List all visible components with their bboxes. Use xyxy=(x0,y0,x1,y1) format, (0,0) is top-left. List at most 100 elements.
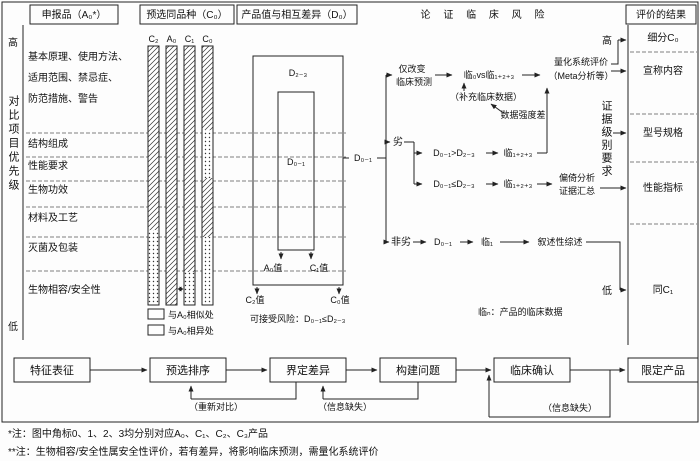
bar-label-c0: C₀ xyxy=(202,34,212,44)
value-pointer-lines xyxy=(254,252,342,295)
bar-label-c2: C₂ xyxy=(149,34,159,44)
node-supplement-data: （补充临床数据） xyxy=(450,91,522,102)
footnote-2: **注：生物相容/安全性属安全性评价，若有差异，将影响临床预测，需量化系统评价 xyxy=(8,445,379,458)
node-noninferior: 非劣 xyxy=(391,235,411,248)
bar-c0 xyxy=(201,45,214,306)
result-column: 细分C₀ 宣称内容 型号规格 性能指标 同C₁ xyxy=(630,31,697,296)
label-c1-value: C₁值 xyxy=(310,262,329,273)
label-a0-value: A₀值 xyxy=(264,262,283,273)
right-axis-high: 高 xyxy=(602,34,612,47)
left-axis: 高 对比项目优先级 低 xyxy=(7,36,20,333)
node-lin123-b: 临₁₊₂₊₃ xyxy=(504,178,533,189)
bar-a0 xyxy=(165,45,178,306)
item-sterilization: 灭菌及包装 xyxy=(28,241,78,254)
bar-label-c1: C₁ xyxy=(185,34,195,44)
item-performance: 性能要求 xyxy=(28,159,68,172)
step-box-limit-product xyxy=(627,357,699,383)
label-d01: D₀₋₁ xyxy=(287,157,305,167)
difference-marker-icon xyxy=(177,286,184,292)
legend-similar-label: 与A₀相似处 xyxy=(168,309,214,320)
step-clinical-confirm: 临床确认 xyxy=(510,363,554,377)
node-lin123-a: 临₁₊₂₊₃ xyxy=(504,147,533,158)
header-row: 申报品（A₀*） 预选同品种（C₀） 产品值与相互差异（D₀） 论 证 临 床 … xyxy=(29,4,697,25)
bar-c2 xyxy=(147,45,160,306)
label-c2-value: C₂值 xyxy=(246,294,265,305)
result-performance-index: 性能指标 xyxy=(643,181,683,194)
item-materials: 材料及工艺 xyxy=(28,211,78,224)
item-structure: 结构组成 xyxy=(28,137,68,150)
outer-range-box xyxy=(252,55,344,286)
bar-label-a0: A₀ xyxy=(167,34,177,44)
difference-box: D₂₋₃ D₀₋₁ A₀值 C₁值 C₂值 C₀值 xyxy=(246,55,350,305)
node-d01-le-d23: D₀₋₁≤D₂₋₃ xyxy=(433,179,475,189)
comparison-bars: C₂ A₀ C₁ C₀ xyxy=(147,34,214,306)
label-d23: D₂₋₃ xyxy=(289,68,308,78)
legend-different-label: 与A₀相异处 xyxy=(168,325,214,336)
outer-border xyxy=(1,1,699,423)
node-meta-line2: （Meta分析等） xyxy=(548,70,613,81)
feedback-recompare: （重新对比） xyxy=(189,401,243,412)
item-bio-efficacy: 生物功效 xyxy=(28,183,68,196)
node-inferior: 劣 xyxy=(393,135,403,148)
node-bias-line1: 偏倚分析 xyxy=(559,172,595,183)
right-axis: 高 证据级别要求 低 xyxy=(600,34,613,297)
left-axis-low: 低 xyxy=(8,320,18,333)
result-same-as-c1: 同C₁ xyxy=(653,284,674,296)
node-only-change-line2: 临床预测 xyxy=(396,76,432,87)
result-subdivide-c0: 细分C₀ xyxy=(647,31,678,44)
clinical-data-note: 临ₙ：产品的临床数据 xyxy=(478,306,563,317)
item-principle-line1: 基本原理、使用方法、 xyxy=(28,50,128,63)
header-argue-clinical-risk: 论 证 临 床 风 险 xyxy=(421,8,550,21)
right-axis-low: 低 xyxy=(602,284,612,297)
node-lin1: 临₁ xyxy=(481,236,493,247)
step-preselect-rank: 预选排序 xyxy=(166,363,210,377)
flow-connectors xyxy=(343,37,627,293)
header-box-difference xyxy=(236,4,358,25)
step-define-difference: 界定差异 xyxy=(286,363,330,377)
step-build-question: 构建问题 xyxy=(396,363,440,377)
step-characterize: 特征表征 xyxy=(30,363,74,377)
inner-range-box xyxy=(277,91,315,251)
left-axis-high: 高 xyxy=(8,36,18,49)
node-d01-b: D₀₋₁ xyxy=(434,237,452,247)
legend: 与A₀相似处 与A₀相异处 可接受风险：D₀₋₁≤D₂₋₃ 临ₙ：产品的临床数据 xyxy=(147,306,563,336)
item-biocompatibility: 生物相容/安全性 xyxy=(28,283,101,296)
node-strength-gap: 数据强度差 xyxy=(500,109,545,120)
header-declared-product: 申报品（A₀*） xyxy=(42,8,107,21)
node-d01: D₀₋₁ xyxy=(354,153,372,163)
right-axis-label: 证据级别要求 xyxy=(600,100,613,178)
node-lin0-vs-lin123: 临₀vs临₁₊₂₊₃ xyxy=(464,69,515,80)
left-axis-label: 对比项目优先级 xyxy=(7,94,20,193)
acceptable-risk-note: 可接受风险：D₀₋₁≤D₂₋₃ xyxy=(250,313,346,324)
frame-borders xyxy=(1,1,699,423)
node-bias-line2: 证据汇总 xyxy=(559,185,595,196)
node-only-change-line1: 仅改变 xyxy=(398,63,425,74)
header-box-result xyxy=(625,4,697,25)
label-c0-value: C₀值 xyxy=(330,294,349,305)
bar-c1 xyxy=(183,45,196,306)
header-evaluation-result: 评价的结果 xyxy=(636,8,686,21)
node-meta-line1: 量化系统评价 xyxy=(554,56,608,67)
process-connectors xyxy=(90,367,626,418)
node-d01-gt-d23: D₀₋₁>D₂₋₃ xyxy=(433,148,475,158)
item-principle-line2: 适用范围、禁忌症、 xyxy=(28,71,118,84)
footnote-1: *注：图中角标0、1、2、3均分别对应A₀、C₁、C₂、C₃产品 xyxy=(8,427,268,440)
header-box-preselected xyxy=(139,4,235,25)
flow-labels: D₀₋₁ 仅改变 临床预测 临₀vs临₁₊₂₊₃ 量化系统评价 （Meta分析等… xyxy=(354,56,614,248)
result-model-spec: 型号规格 xyxy=(643,126,683,139)
result-separators xyxy=(630,51,697,225)
item-principle-line3: 防范措施、警告 xyxy=(28,92,98,105)
header-product-difference: 产品值与相互差异（D₀） xyxy=(241,8,352,21)
node-narrative-review: 叙述性综述 xyxy=(537,236,582,247)
legend-different-swatch xyxy=(147,324,165,336)
feedback-info-missing-1: （信息缺失） xyxy=(318,401,372,412)
footnotes: *注：图中角标0、1、2、3均分别对应A₀、C₁、C₂、C₃产品 **注：生物相… xyxy=(8,427,379,458)
step-limit-product: 限定产品 xyxy=(641,363,685,377)
header-box-declared xyxy=(29,4,119,25)
process-flow: 特征表征 预选排序 界定差异 构建问题 临床确认 限定产品 （重新对比） （信息… xyxy=(13,357,699,418)
legend-similar-swatch xyxy=(147,308,165,320)
result-claims: 宣称内容 xyxy=(643,64,683,77)
feedback-info-missing-2: （信息缺失） xyxy=(543,402,597,413)
